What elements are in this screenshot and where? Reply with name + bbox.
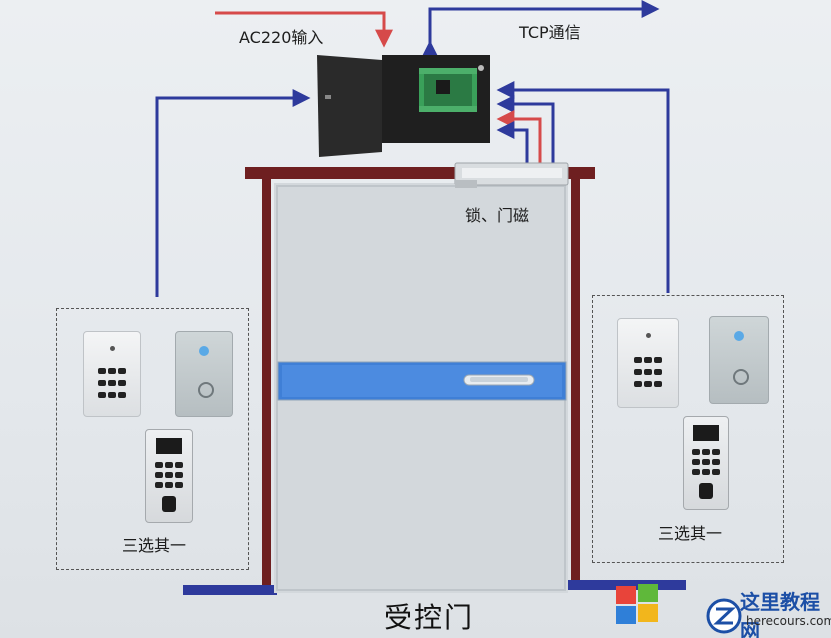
right-reader-panel: 三选其一	[592, 295, 784, 563]
door-leaf	[274, 183, 568, 593]
fingerprint-reader-icon	[145, 429, 193, 523]
lock-label: 锁、门磁	[465, 206, 530, 225]
magnetic-lock	[454, 162, 569, 188]
lock-power-wire	[496, 110, 542, 165]
tcp-wire	[421, 0, 660, 59]
left-reader-wire	[155, 89, 311, 297]
ac-input-label: AC220输入	[239, 28, 324, 47]
ac-power-wire	[215, 11, 393, 48]
watermark-name: 这里教程网	[740, 590, 820, 638]
left-reader-panel: 三选其一	[56, 308, 249, 570]
left-choice-label: 三选其一	[122, 536, 187, 555]
watermark-logo	[616, 584, 742, 634]
keypad-reader-icon	[83, 331, 141, 417]
door-title: 受控门	[384, 601, 475, 634]
card-reader-icon	[709, 316, 769, 404]
tcp-label: TCP通信	[519, 23, 581, 42]
lock-door-sensor-wire	[496, 121, 529, 165]
controller-cabinet	[317, 55, 490, 157]
fingerprint-reader-icon	[683, 416, 729, 510]
right-choice-label: 三选其一	[658, 524, 723, 543]
card-reader-icon	[175, 331, 233, 417]
watermark-site: herecours.com	[746, 614, 831, 628]
keypad-reader-icon	[617, 318, 679, 408]
right-reader-wire	[496, 81, 670, 293]
lock-signal-wire	[496, 95, 555, 165]
